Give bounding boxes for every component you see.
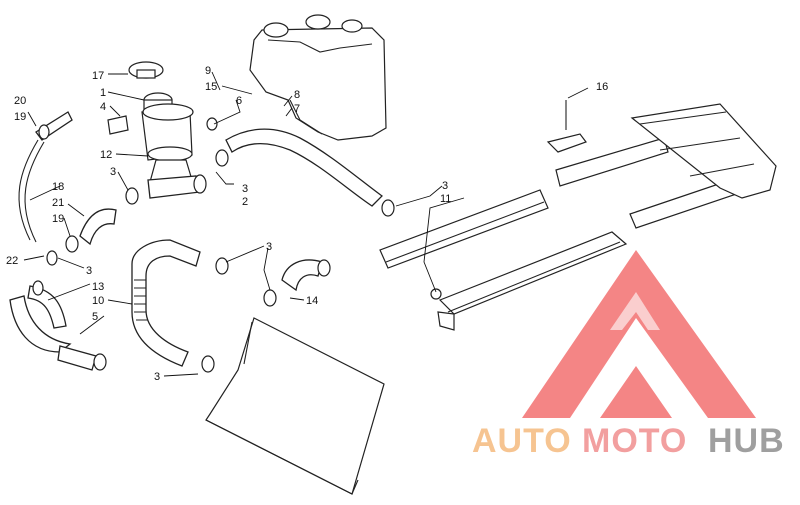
callout-21: 21 bbox=[52, 197, 64, 209]
callout-14: 14 bbox=[306, 295, 318, 307]
callout-16: 16 bbox=[596, 81, 608, 93]
callout-20: 20 bbox=[14, 95, 26, 107]
watermark-auto: AUTO bbox=[472, 422, 572, 460]
callout-17: 17 bbox=[92, 70, 104, 82]
callout-12: 12 bbox=[100, 149, 112, 161]
surge-tank bbox=[107, 61, 207, 199]
hose-21 bbox=[79, 208, 117, 246]
callout-8: 8 bbox=[294, 89, 300, 101]
callout-19b: 19 bbox=[52, 213, 64, 225]
callout-13: 13 bbox=[92, 281, 104, 293]
bracket-16 bbox=[546, 100, 587, 153]
coolant-tank bbox=[249, 14, 387, 141]
callout-11: 11 bbox=[440, 193, 451, 205]
hose-10 bbox=[131, 239, 201, 367]
leader-lines bbox=[23, 71, 589, 377]
callout-1: 1 bbox=[100, 87, 106, 99]
watermark-triangle-logo bbox=[522, 250, 756, 418]
watermark-hub: HUB bbox=[708, 422, 785, 460]
callout-10: 10 bbox=[92, 295, 104, 307]
callout-7: 7 bbox=[294, 103, 300, 115]
callout-5: 5 bbox=[92, 311, 98, 323]
callout-3a: 3 bbox=[110, 166, 116, 178]
callout-2: 2 bbox=[242, 196, 248, 208]
callout-15: 15 bbox=[205, 81, 217, 93]
callout-18: 18 bbox=[52, 181, 64, 193]
watermark-moto: MOTO bbox=[582, 422, 687, 460]
callout-3f: 3 bbox=[442, 180, 448, 192]
heat-shield-plate bbox=[205, 317, 385, 495]
callout-6: 6 bbox=[236, 95, 242, 107]
hose-14 bbox=[281, 259, 323, 292]
callout-9: 9 bbox=[205, 65, 211, 77]
heat-exchanger-rails bbox=[379, 103, 777, 331]
callout-19a: 19 bbox=[14, 111, 26, 123]
callout-3c: 3 bbox=[86, 265, 92, 277]
callout-22: 22 bbox=[6, 255, 18, 267]
hose-18 bbox=[18, 139, 39, 241]
callout-3e: 3 bbox=[266, 241, 272, 253]
callout-3b: 3 bbox=[242, 183, 248, 195]
hose-2 bbox=[225, 128, 383, 207]
watermark: AUTO MOTO HUB bbox=[472, 250, 785, 460]
callout-labels: 17 9 15 1 4 6 8 7 20 19 12 3 3 2 18 21 1… bbox=[6, 65, 608, 383]
hose-clamps bbox=[32, 117, 395, 373]
hose-13 bbox=[27, 285, 67, 329]
callout-3d: 3 bbox=[154, 371, 160, 383]
callout-4: 4 bbox=[100, 101, 106, 113]
